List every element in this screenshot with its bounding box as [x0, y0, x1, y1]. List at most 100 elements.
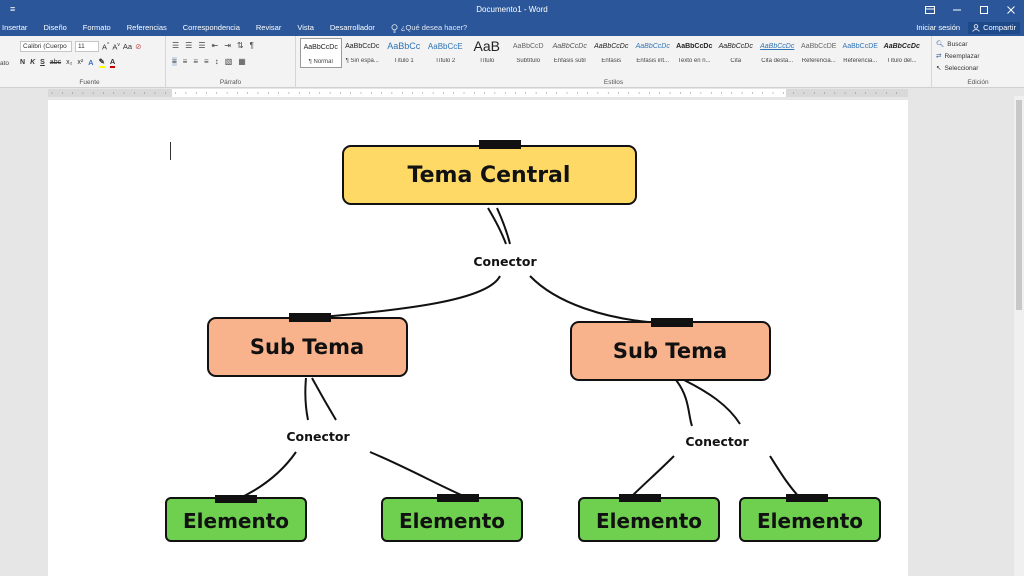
tab-desarrollador[interactable]: Desarrollador	[329, 23, 375, 32]
tell-me-placeholder: ¿Qué desea hacer?	[400, 23, 468, 32]
style-normal[interactable]: AaBbCcDc¶ Normal	[300, 38, 342, 68]
tab-vista[interactable]: Vista	[297, 23, 314, 32]
minimize-icon[interactable]	[943, 0, 970, 20]
style-sample: AaBbCcD	[512, 43, 544, 50]
tab-formato[interactable]: Formato	[82, 23, 111, 32]
decrease-indent-icon[interactable]: ⇤	[211, 41, 219, 50]
ribbon-tab-bar: Insertar Diseño Formato Referencias Corr…	[0, 20, 1024, 36]
connector-line	[369, 451, 469, 499]
connector-label-right: Conector	[685, 434, 749, 449]
subtopic-right-handle	[651, 318, 693, 327]
align-right-icon[interactable]: ≡	[193, 57, 199, 66]
connector-line	[629, 455, 675, 499]
style-name: ¶ Sin espa...	[345, 58, 379, 64]
bullets-icon[interactable]: ☰	[172, 41, 180, 50]
style-name: Cita desta...	[761, 58, 794, 64]
font-group-label: Fuente	[79, 79, 100, 86]
shading-icon[interactable]: ▧	[224, 57, 233, 66]
ribbon-display-options-icon[interactable]	[916, 0, 943, 20]
numbering-icon[interactable]: ☰	[185, 41, 193, 50]
element-3-label: Elemento	[596, 509, 702, 533]
element-2-handle	[437, 494, 479, 502]
italic-button[interactable]: K	[30, 59, 36, 66]
element-1-handle	[215, 495, 257, 503]
clear-formatting-icon[interactable]: ⊘	[135, 42, 142, 51]
window-controls	[916, 0, 1024, 20]
find-button[interactable]: 🔍︎Buscar	[936, 38, 980, 50]
horizontal-ruler[interactable]	[0, 88, 1024, 98]
text-cursor	[170, 142, 171, 160]
sign-in-link[interactable]: Iniciar sesión	[916, 23, 961, 32]
increase-indent-icon[interactable]: ⇥	[224, 41, 231, 50]
close-icon[interactable]	[997, 0, 1024, 20]
tab-referencias[interactable]: Referencias	[126, 23, 167, 32]
ruler-right-margin	[786, 89, 908, 97]
document-page[interactable]: Tema Central Conector Sub Tema Sub Tema …	[48, 100, 908, 576]
show-marks-icon[interactable]: ¶	[249, 41, 254, 50]
strikethrough-button[interactable]: abc	[49, 59, 62, 66]
font-color-icon[interactable]: A	[109, 57, 116, 68]
subtopic-right-label: Sub Tema	[613, 339, 727, 363]
superscript-button[interactable]: x²	[77, 59, 84, 66]
underline-button[interactable]: S	[40, 59, 45, 66]
borders-icon[interactable]: ▦	[238, 57, 246, 66]
line-spacing-icon[interactable]: ↕	[214, 57, 219, 66]
tab-correspondencia[interactable]: Correspondencia	[182, 23, 240, 32]
font-size-box[interactable]: 11	[75, 41, 99, 52]
connector-line	[235, 451, 297, 501]
element-1-label: Elemento	[183, 509, 289, 533]
tell-me-box[interactable]: ¿Qué desea hacer?	[383, 22, 475, 34]
tab-diseno[interactable]: Diseño	[43, 23, 67, 32]
ruler-left-margin	[48, 89, 172, 97]
tab-revisar[interactable]: Revisar	[255, 23, 282, 32]
connector-line	[683, 379, 741, 425]
font-name-box[interactable]: Calibri (Cuerpo	[20, 41, 72, 52]
tab-insertar[interactable]: Insertar	[2, 23, 28, 32]
document-title: Documento1 - Word	[476, 5, 548, 14]
quick-access-toolbar-icon[interactable]: ≡	[10, 4, 16, 14]
sort-icon[interactable]: ⇅	[236, 41, 244, 50]
text-effects-icon[interactable]: A	[88, 58, 94, 67]
ribbon: ato Calibri (Cuerpo 11 A^ Av Aa ⊘ N K S …	[0, 36, 1024, 88]
justify-icon[interactable]: ≡	[204, 57, 209, 66]
title-bar: ≡ Documento1 - Word	[0, 0, 1024, 20]
highlight-icon[interactable]: ✎	[98, 57, 105, 68]
scrollbar-thumb[interactable]	[1016, 100, 1022, 310]
maximize-icon[interactable]	[970, 0, 997, 20]
replace-button[interactable]: ⇄Reemplazar	[936, 50, 980, 62]
style-sample: AaBbCcDE	[842, 43, 878, 50]
style-sample: AaBbCcDc	[552, 43, 587, 50]
style-sample: AaBbCcDc	[345, 43, 380, 50]
bold-button[interactable]: N	[20, 59, 26, 66]
style-sample: AaBbCcDc	[883, 43, 920, 50]
connector-label-top: Conector	[473, 254, 537, 269]
shrink-font-icon[interactable]: Av	[112, 41, 120, 52]
change-case-icon[interactable]: Aa	[122, 42, 133, 51]
style-name: Título 1	[393, 58, 414, 64]
select-button[interactable]: ↖Seleccionar	[936, 62, 980, 74]
align-left-icon[interactable]: ≡	[172, 57, 177, 66]
style-no-spacing[interactable]: AaBbCcDc ¶ Sin espa...	[342, 38, 384, 68]
align-center-icon[interactable]: ≡	[182, 57, 188, 66]
style-name: Título	[479, 58, 495, 64]
grow-font-icon[interactable]: A^	[102, 41, 110, 52]
multilevel-list-icon[interactable]: ☰	[198, 41, 206, 50]
ruler-text-area	[172, 89, 786, 97]
style-sample: AaBbCcDc	[594, 43, 629, 50]
subscript-button[interactable]: x₂	[66, 59, 73, 66]
vertical-scrollbar[interactable]	[1014, 96, 1024, 576]
share-button[interactable]: Compartir	[968, 22, 1020, 34]
